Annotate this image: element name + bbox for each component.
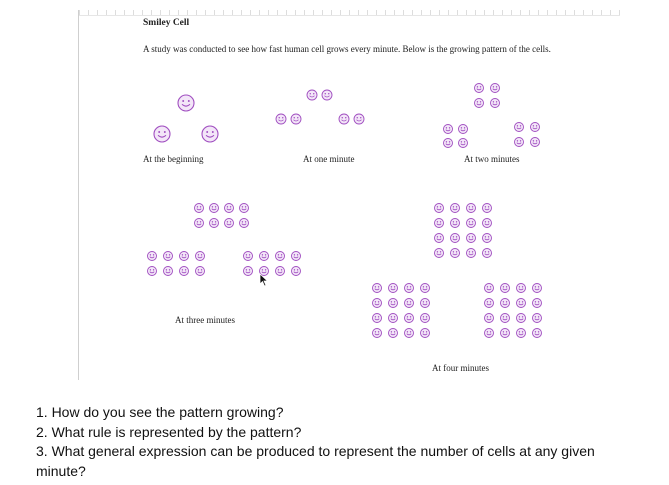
caption-two-minutes: At two minutes	[464, 154, 520, 164]
caption-one-minute: At one minute	[303, 154, 355, 164]
document-title: Smiley Cell	[143, 18, 190, 28]
caption-four-minutes: At four minutes	[432, 363, 489, 373]
question-item: 1. How do you see the pattern growing?	[36, 404, 284, 420]
ruler	[79, 10, 620, 16]
document-page: Smiley Cell A study was conducted to see…	[78, 10, 620, 380]
intro-paragraph: A study was conducted to see how fast hu…	[143, 44, 551, 54]
caption-three-minutes: At three minutes	[175, 315, 235, 325]
question-item: 3. What general expression can be produc…	[36, 443, 595, 479]
mouse-cursor-icon	[259, 273, 269, 287]
caption-beginning: At the beginning	[143, 154, 204, 164]
questions-list: 1. How do you see the pattern growing? 2…	[36, 403, 636, 481]
question-item: 2. What rule is represented by the patte…	[36, 423, 302, 440]
